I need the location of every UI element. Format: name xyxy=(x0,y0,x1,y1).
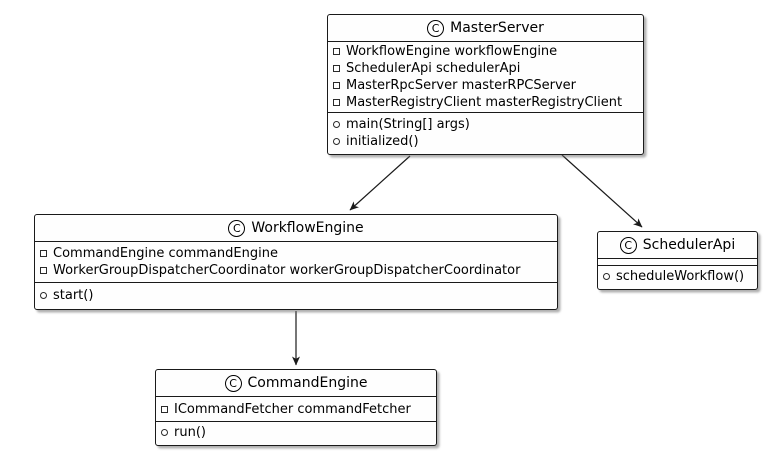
class-name: SchedulerApi xyxy=(642,237,736,253)
class-name: WorkflowEngine xyxy=(251,220,364,236)
field-marker-icon xyxy=(161,405,168,413)
method-text: main(String[] args) xyxy=(346,116,470,132)
method-row: start() xyxy=(40,287,552,304)
method-row: initialized() xyxy=(333,133,638,150)
methods-section: run() xyxy=(156,422,436,443)
class-stereotype-icon: C xyxy=(619,236,637,254)
method-text: start() xyxy=(53,287,94,303)
methods-section: start() xyxy=(35,283,557,307)
field-row: MasterRegistryClient masterRegistryClien… xyxy=(333,94,638,111)
class-box-schedulerapi[interactable]: C SchedulerApi scheduleWorkflow() xyxy=(597,231,758,290)
method-row: scheduleWorkflow() xyxy=(603,268,752,285)
method-marker-icon xyxy=(40,291,47,299)
field-text: MasterRegistryClient masterRegistryClien… xyxy=(346,95,623,110)
field-text: SchedulerApi schedulerApi xyxy=(346,61,521,76)
field-marker-icon xyxy=(333,65,340,72)
field-row: ICommandFetcher commandFetcher xyxy=(161,401,431,418)
class-title-schedulerapi: C SchedulerApi xyxy=(598,232,757,259)
field-row: CommandEngine commandEngine xyxy=(40,245,552,262)
field-row: SchedulerApi schedulerApi xyxy=(333,60,638,77)
field-text: WorkerGroupDispatcherCoordinator workerG… xyxy=(53,263,521,278)
field-text: WorkflowEngine workflowEngine xyxy=(346,44,558,59)
class-box-commandengine[interactable]: C CommandEngine ICommandFetcher commandF… xyxy=(155,369,437,446)
class-name: CommandEngine xyxy=(247,375,368,391)
field-row: WorkflowEngine workflowEngine xyxy=(333,43,638,60)
method-text: scheduleWorkflow() xyxy=(616,269,745,284)
method-text: run() xyxy=(174,425,206,440)
field-row: MasterRpcServer masterRPCServer xyxy=(333,77,638,94)
fields-section-empty xyxy=(598,259,757,266)
class-title-workflowengine: C WorkflowEngine xyxy=(35,215,557,242)
field-text: ICommandFetcher commandFetcher xyxy=(174,401,411,417)
field-text: CommandEngine commandEngine xyxy=(53,246,278,261)
class-name: MasterServer xyxy=(450,20,544,36)
field-marker-icon xyxy=(40,267,47,274)
field-marker-icon xyxy=(333,48,340,55)
method-row: main(String[] args) xyxy=(333,116,638,133)
class-title-commandengine: C CommandEngine xyxy=(156,370,436,397)
fields-section: WorkflowEngine workflowEngine SchedulerA… xyxy=(328,42,643,113)
fields-section: ICommandFetcher commandFetcher xyxy=(156,397,436,422)
field-marker-icon xyxy=(333,99,340,106)
method-marker-icon xyxy=(333,137,340,145)
method-text: initialized() xyxy=(346,133,419,149)
class-box-workflowengine[interactable]: C WorkflowEngine CommandEngine commandEn… xyxy=(34,214,558,310)
class-box-masterserver[interactable]: C MasterServer WorkflowEngine workflowEn… xyxy=(327,14,644,155)
class-stereotype-icon: C xyxy=(228,219,246,237)
method-row: run() xyxy=(161,424,431,441)
field-marker-icon xyxy=(333,82,340,89)
class-stereotype-icon: C xyxy=(427,19,445,37)
methods-section: scheduleWorkflow() xyxy=(598,266,757,287)
arrow-masterserver-to-workflowengine xyxy=(349,155,411,211)
fields-section: CommandEngine commandEngine WorkerGroupD… xyxy=(35,242,557,283)
method-marker-icon xyxy=(333,120,340,128)
field-text: MasterRpcServer masterRPCServer xyxy=(346,78,577,93)
class-stereotype-icon: C xyxy=(224,374,242,392)
field-row: WorkerGroupDispatcherCoordinator workerG… xyxy=(40,262,552,279)
method-marker-icon xyxy=(161,429,168,436)
class-title-masterserver: C MasterServer xyxy=(328,15,643,42)
method-marker-icon xyxy=(603,273,610,280)
methods-section: main(String[] args) initialized() xyxy=(328,113,643,152)
arrow-masterserver-to-schedulerapi xyxy=(561,154,643,228)
field-marker-icon xyxy=(40,250,47,257)
